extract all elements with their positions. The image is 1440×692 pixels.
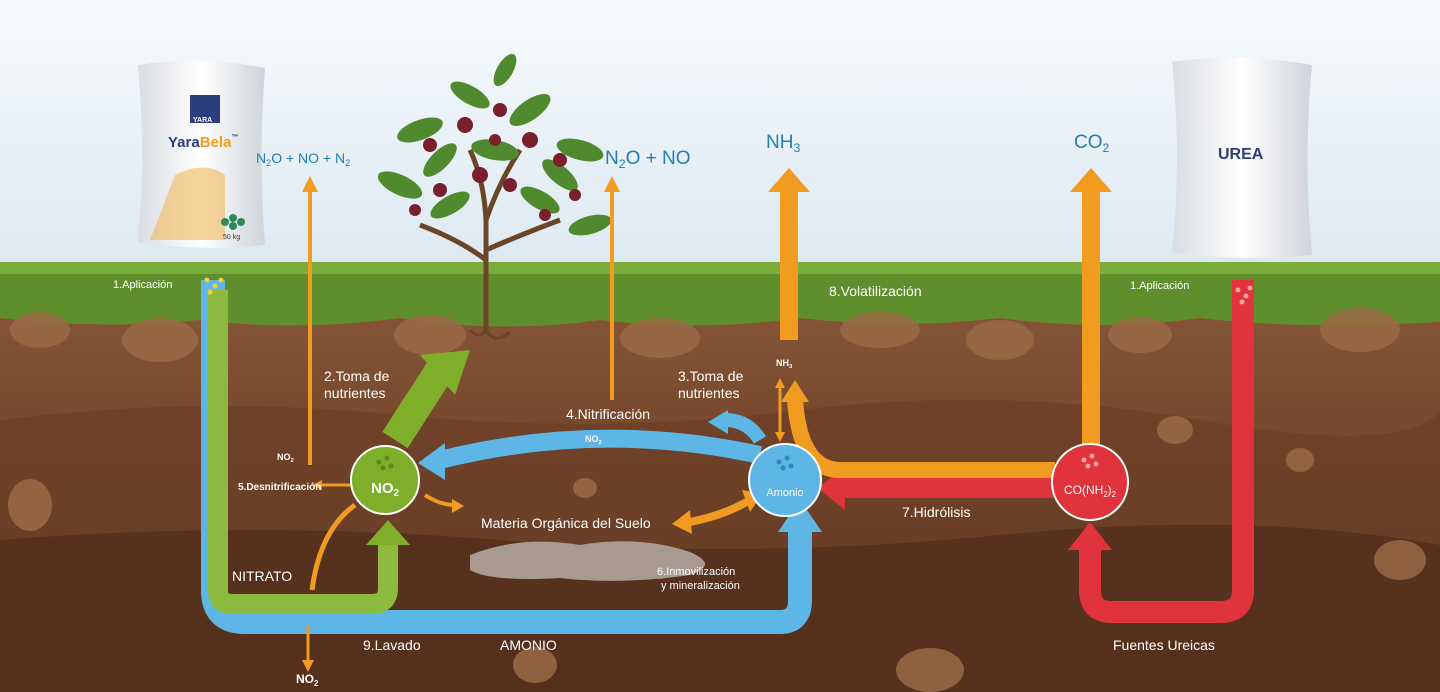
uptake-right-line2: nutrientes — [678, 385, 740, 401]
nitrate-node — [350, 445, 420, 515]
nitrate-path — [208, 290, 398, 614]
hydrolysis-arrow — [840, 478, 1055, 498]
grass-top — [0, 262, 1440, 274]
nh3-exchange-arrowhead-top — [775, 378, 785, 388]
coffee-tree — [377, 53, 612, 340]
mid-gases-label: N2O + NO — [605, 148, 691, 172]
nh3-exchange-arrowhead-bottom — [775, 432, 785, 442]
ammonium-node-label: Amonio — [766, 487, 804, 499]
no2-denitrification-label: NO2 — [277, 452, 294, 465]
no2-leaching-label: NO2 — [296, 672, 319, 688]
urea-node-dots — [1081, 453, 1099, 469]
urea-bag — [1172, 57, 1312, 258]
mineralization-arrowhead-left — [672, 510, 692, 534]
urea-path — [1079, 280, 1254, 623]
nitrification-arrow — [437, 429, 762, 469]
uptake-right-line1: 3.Toma de — [678, 368, 744, 384]
co2-gas-arrow — [1082, 190, 1100, 445]
right-application-dots — [1235, 285, 1253, 305]
ammonium-node — [748, 443, 822, 517]
nitrification-gas-arrowhead — [604, 176, 620, 192]
organic-matter-puddle — [470, 541, 705, 581]
left-application-label: 1.Aplicación — [113, 279, 173, 291]
volatilization-gas-arrowhead — [768, 168, 810, 192]
urea-sources-label: Fuentes Ureicas — [1113, 637, 1215, 653]
hydrolysis-label: 7.Hidrólisis — [902, 504, 971, 520]
urea-node-label: CO(NH2)2 — [1063, 483, 1116, 499]
no2-nitrification-label: NO2 — [585, 434, 602, 447]
grass-strip — [0, 262, 1440, 327]
nitrate-to-no2-arrow — [309, 502, 357, 591]
urea-path-arrowhead — [1068, 522, 1112, 550]
yara-logo-text: YARA — [193, 117, 213, 124]
mineralization-arrow — [689, 496, 753, 526]
co2-gas-arrowhead — [1070, 168, 1112, 192]
nh3-sky-label: NH3 — [766, 132, 801, 156]
nitrate-uptake-arrowhead — [420, 350, 470, 395]
bag-weight: 50 kg — [223, 234, 241, 241]
volatilization-arrowhead — [781, 380, 809, 402]
nitrate-node-label: NO2 — [371, 480, 399, 500]
ammonium-uptake-arrow — [724, 413, 767, 444]
immobilization-small-arrowhead — [452, 499, 464, 513]
co2-sky-label: CO2 — [1074, 132, 1110, 156]
nitrate-label: NITRATO — [232, 568, 293, 584]
left-application-dots — [204, 277, 224, 295]
denitrification-label: 5.Desnitrificación — [238, 482, 322, 493]
nitrate-path-arrowhead — [366, 520, 410, 545]
organic-matter-label: Materia Orgánica del Suelo — [481, 515, 651, 531]
nitrate-node-dots — [376, 455, 394, 471]
ammonium-path-arrowhead — [778, 500, 822, 532]
volatilization-label: 8.Volatilización — [829, 283, 922, 299]
uptake-left-line2: nutrientes — [324, 385, 386, 401]
urea-node — [1051, 443, 1129, 521]
immobilization-line2: y mineralización — [661, 580, 740, 592]
denitrification-gas-arrowhead — [302, 176, 318, 192]
nitrate-uptake-arrow — [382, 361, 453, 449]
yarabela-brand: YaraBela™ — [168, 134, 239, 151]
volatilization-gas-arrow — [780, 190, 798, 340]
ammonium-uptake-arrowhead — [708, 410, 728, 434]
leaching-label: 9.Lavado — [363, 637, 421, 653]
rocks — [8, 308, 1426, 692]
ammonium-caps-label: AMONIO — [500, 637, 557, 653]
uptake-left-line1: 2.Toma de — [324, 368, 390, 384]
urea-bag-label: UREA — [1218, 146, 1264, 163]
nh3-soil-label: NH3 — [776, 358, 793, 371]
nitrification-label: 4.Nitrificación — [566, 406, 651, 422]
immobilization-line1: 6.Inmovilización — [657, 566, 736, 578]
leaching-no2-arrowhead — [302, 660, 314, 672]
right-application-label: 1.Aplicación — [1130, 280, 1190, 292]
nitrification-arrowhead — [418, 443, 445, 480]
left-gases-label: N2O + NO + N2 — [256, 150, 351, 169]
yarabela-bag — [138, 60, 265, 248]
ammonium-node-dots — [776, 455, 794, 471]
denitrification-small-arrowhead — [312, 480, 322, 490]
